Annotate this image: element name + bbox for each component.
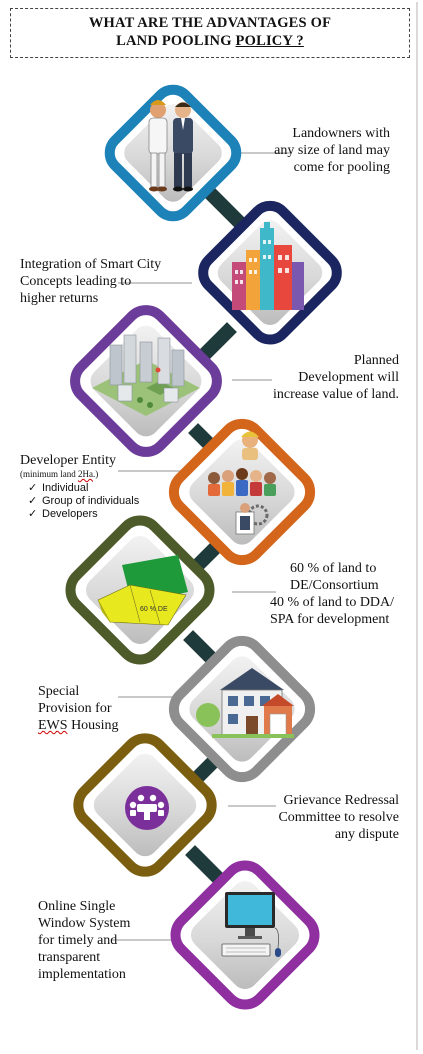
- smart-city-line-2: Concepts leading to: [20, 274, 132, 289]
- meeting-icon: [125, 786, 169, 830]
- single-window-line-3: for timely and: [38, 933, 118, 948]
- people-icon: [208, 431, 276, 535]
- grievance-line-1: Grievance Redressal: [283, 793, 399, 808]
- ews-line-1: Special: [38, 684, 80, 699]
- developer-item-group: Group of individuals: [28, 495, 188, 508]
- planned-city-icon: [92, 334, 200, 416]
- ews-line-3: EWS Housing: [38, 717, 158, 734]
- developer-item-developers: Developers: [28, 508, 188, 521]
- land-share-line-2: DE/Consortium: [290, 578, 379, 593]
- diamond-grievance: [73, 733, 217, 877]
- connector-1: [202, 185, 245, 228]
- diamond-smart-city: [198, 200, 342, 345]
- title-line-1: WHAT ARE THE ADVANTAGES OF: [88, 15, 332, 31]
- planned-line-1: Planned: [353, 353, 399, 368]
- grievance-line-3: any dispute: [334, 827, 399, 842]
- connector-7: [185, 845, 228, 888]
- developer-note: (minimum land 2Ha.): [20, 469, 170, 480]
- page-title: WHAT ARE THE ADVANTAGES OF LAND POOLING …: [10, 8, 410, 58]
- text-ews-housing: Special Provision for EWS Housing: [38, 683, 158, 734]
- planned-line-2: Development will: [298, 370, 399, 385]
- single-window-line-1: Online Single: [38, 899, 116, 914]
- title-line-2: LAND POOLING POLICY ?: [11, 32, 409, 50]
- developer-entity-list: Individual Group of individuals Develope…: [28, 482, 188, 521]
- diamond-ews-housing: [168, 635, 316, 783]
- diamond-single-window: [170, 860, 320, 1010]
- diamond-land-share: 60 % DE: [65, 515, 215, 665]
- land-share-line-1: 60 % of land to: [290, 561, 377, 576]
- text-developer-entity: Developer Entity (minimum land 2Ha.): [20, 452, 170, 480]
- grievance-line-2: Committee to resolve: [278, 810, 399, 825]
- smart-city-line-3: higher returns: [20, 291, 99, 306]
- map-label: 60 % DE: [140, 606, 168, 613]
- ews-line-2: Provision for: [38, 701, 112, 716]
- developer-note-suffix: .): [93, 469, 99, 479]
- connector-2: [197, 322, 237, 362]
- single-window-line-2: Window System: [38, 916, 131, 931]
- planned-line-3: increase value of land.: [273, 387, 399, 402]
- single-window-line-4: transparent: [38, 950, 101, 965]
- landowners-line-1: Landowners with: [292, 126, 390, 141]
- page-border: [2, 2, 418, 1050]
- land-map-icon: 60 % DE: [97, 555, 188, 630]
- house-icon: [196, 668, 294, 738]
- diamond-planned-development: [70, 305, 222, 457]
- text-single-window: Online Single Window System for timely a…: [38, 898, 158, 983]
- diamond-landowners: [104, 84, 242, 222]
- smart-city-line-1: Integration of Smart City: [20, 257, 162, 272]
- computer-icon: [221, 892, 281, 957]
- text-planned-development: Planned Development will increase value …: [235, 352, 399, 403]
- landowners-line-3: come for pooling: [293, 160, 390, 175]
- text-smart-city: Integration of Smart City Concepts leadi…: [20, 256, 210, 307]
- ews-abbrev: EWS: [38, 718, 68, 733]
- single-window-line-5: implementation: [38, 967, 126, 982]
- land-share-line-3: 40 % of land to DDA/: [270, 595, 395, 610]
- landowners-icon: [148, 100, 193, 192]
- smart-city-icon: [232, 222, 304, 310]
- title-line-2-underlined: POLICY ?: [235, 33, 304, 49]
- developer-item-individual: Individual: [28, 482, 188, 495]
- title-line-2-prefix: LAND POOLING: [116, 33, 236, 49]
- diamond-developer-entity: [168, 418, 316, 566]
- developer-note-prefix: (minimum land: [20, 469, 78, 479]
- developer-note-value: 2Ha: [78, 469, 93, 479]
- land-share-line-4: SPA for development: [270, 612, 390, 627]
- text-landowners: Landowners with any size of land may com…: [250, 125, 390, 176]
- text-grievance: Grievance Redressal Committee to resolve…: [255, 792, 399, 843]
- text-land-share: 60 % of land to DE/Consortium 40 % of la…: [270, 560, 410, 628]
- developer-heading: Developer Entity: [20, 453, 117, 468]
- ews-suffix: Housing: [67, 718, 119, 733]
- landowners-line-2: any size of land may: [274, 143, 390, 158]
